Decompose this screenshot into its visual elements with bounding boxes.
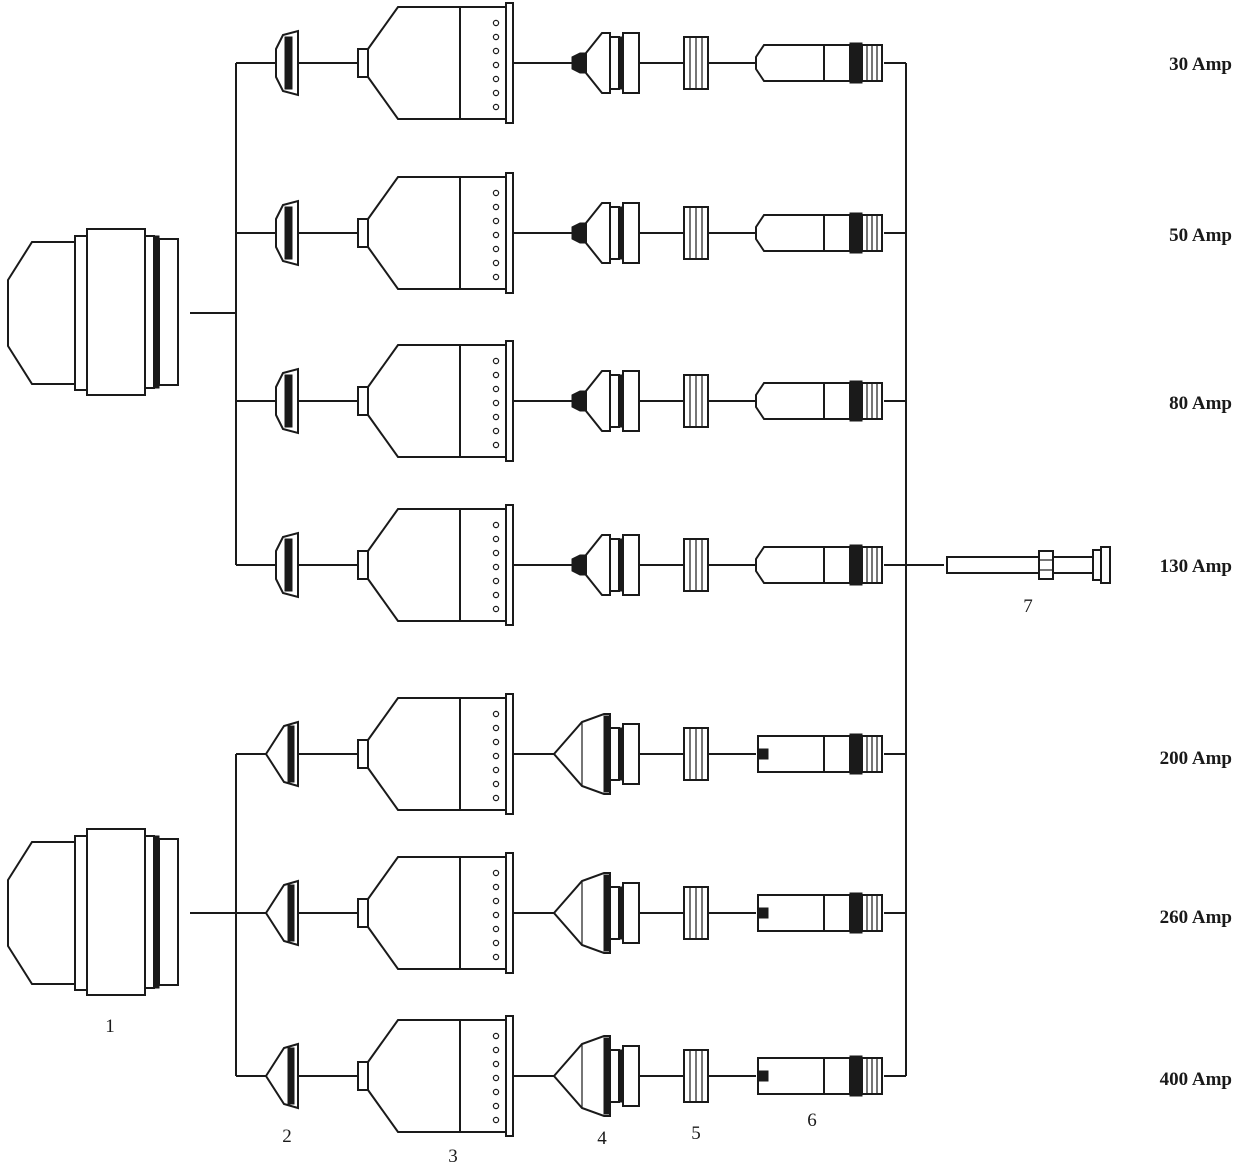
amp-label-400: 400 Amp — [1160, 1069, 1232, 1090]
row-400-amp — [264, 1015, 883, 1137]
left-connector-lower — [190, 753, 266, 1077]
left-connector-upper — [190, 62, 276, 566]
part-number-1: 1 — [105, 1016, 115, 1037]
row-130-amp — [275, 504, 883, 626]
amp-label-50: 50 Amp — [1169, 225, 1232, 246]
retaining-cap-upper — [7, 228, 179, 396]
part-number-4: 4 — [597, 1128, 607, 1149]
amp-label-200: 200 Amp — [1160, 748, 1232, 769]
part-number-7: 7 — [1023, 596, 1033, 617]
part-number-6: 6 — [807, 1110, 817, 1131]
retaining-cap-lower — [7, 828, 179, 996]
part-number-2: 2 — [282, 1126, 292, 1147]
part-number-3: 3 — [448, 1146, 458, 1166]
right-connector — [884, 62, 944, 1077]
amp-label-130: 130 Amp — [1160, 556, 1232, 577]
amp-label-260: 260 Amp — [1160, 907, 1232, 928]
row-50-amp — [275, 172, 883, 294]
amp-label-30: 30 Amp — [1169, 54, 1232, 75]
amp-label-80: 80 Amp — [1169, 393, 1232, 414]
row-260-amp — [264, 852, 883, 974]
part-number-5: 5 — [691, 1123, 701, 1144]
row-200-amp — [264, 693, 883, 815]
electrode-tool — [946, 546, 1111, 584]
row-80-amp — [275, 340, 883, 462]
row-30-amp — [275, 2, 883, 124]
